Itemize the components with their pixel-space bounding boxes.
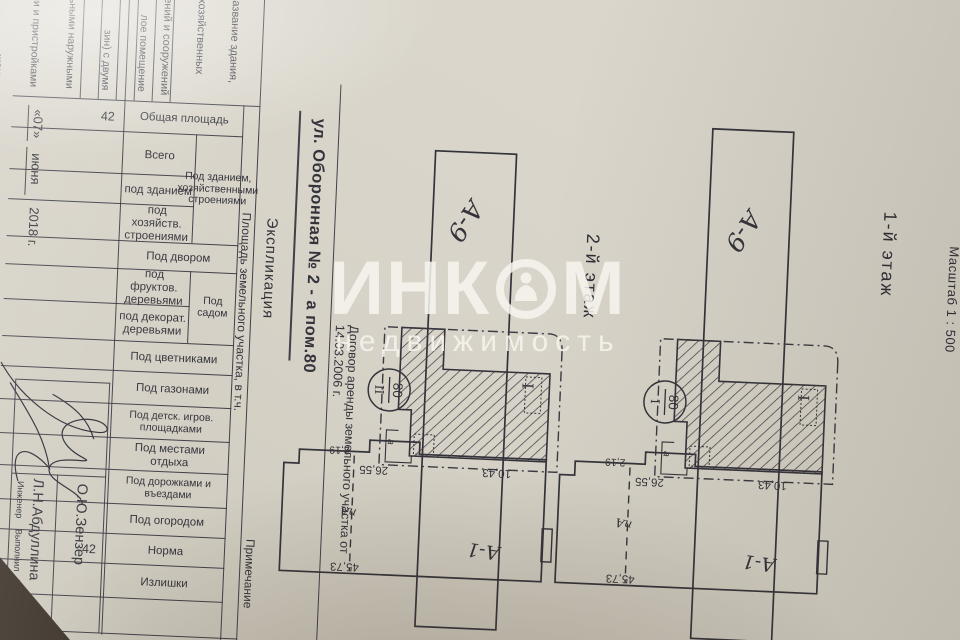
- column-header: Под огородом: [129, 513, 205, 529]
- building-letter-label: А-9: [719, 203, 769, 257]
- column-header: Под цветниками: [130, 350, 218, 366]
- column-header: Норма: [147, 544, 184, 558]
- dimension-label: 2,19: [605, 455, 626, 468]
- column-header: под фруктов. деревьями: [123, 268, 183, 308]
- column-header: Под газонами: [135, 381, 210, 398]
- column-header: под зданием: [124, 182, 193, 198]
- garden-group-header: Под садом: [196, 295, 228, 320]
- dimension-label: 26,55: [359, 463, 388, 476]
- column-header: Под детск. игров. площадками: [129, 408, 214, 436]
- building-letter-label: А-9: [441, 193, 491, 247]
- dimension-label: 10,43: [482, 466, 511, 479]
- column-header: под декорат. деревьями: [119, 309, 187, 338]
- column-header: Общая площадь: [139, 110, 229, 127]
- svg-text:80: 80: [666, 395, 682, 411]
- plan-floor-1: 1-й этаж А-9 I 80 I а 10,43 26,55 2,19 4…: [554, 127, 901, 640]
- dimension-label: 45,73: [606, 572, 635, 585]
- column-header: Под дорожками и въездами: [125, 474, 212, 502]
- column-header: Излишки: [140, 575, 188, 590]
- room-number-callout: 80 I: [643, 380, 687, 424]
- column-header: Всего: [144, 148, 176, 162]
- dimension-label: 10,43: [758, 478, 787, 491]
- column-header: Под местами отдыха: [134, 442, 206, 470]
- plot-building-label: А-1: [466, 538, 503, 564]
- total-area-value: 42: [100, 108, 116, 124]
- building-group-header: Под зданием, хозяйственными строениями: [177, 170, 259, 208]
- role-label: Инженер: [14, 480, 26, 519]
- plot-small-label: пА: [614, 515, 633, 532]
- svg-text:80: 80: [390, 382, 406, 398]
- floor-2-label: 2-й этаж: [579, 233, 603, 320]
- floor-1-label: 1-й этаж: [877, 211, 901, 298]
- role-label: Выполнил: [11, 528, 24, 572]
- building-description: лое помещение зин) с двумя льными наружн…: [0, 0, 151, 93]
- svg-text:I: I: [648, 399, 662, 405]
- column-header: под хозяйств. строениями: [124, 204, 189, 244]
- dimension-label: 26,55: [635, 475, 664, 488]
- section-roman-label: I: [518, 383, 536, 390]
- plot-building-label: А-1: [741, 550, 778, 576]
- section-roman-label: I: [794, 395, 812, 402]
- room-number-callout: 80 II: [367, 368, 411, 412]
- svg-text:II: II: [372, 384, 386, 394]
- scale-label: Масштаб 1 : 500: [942, 246, 960, 353]
